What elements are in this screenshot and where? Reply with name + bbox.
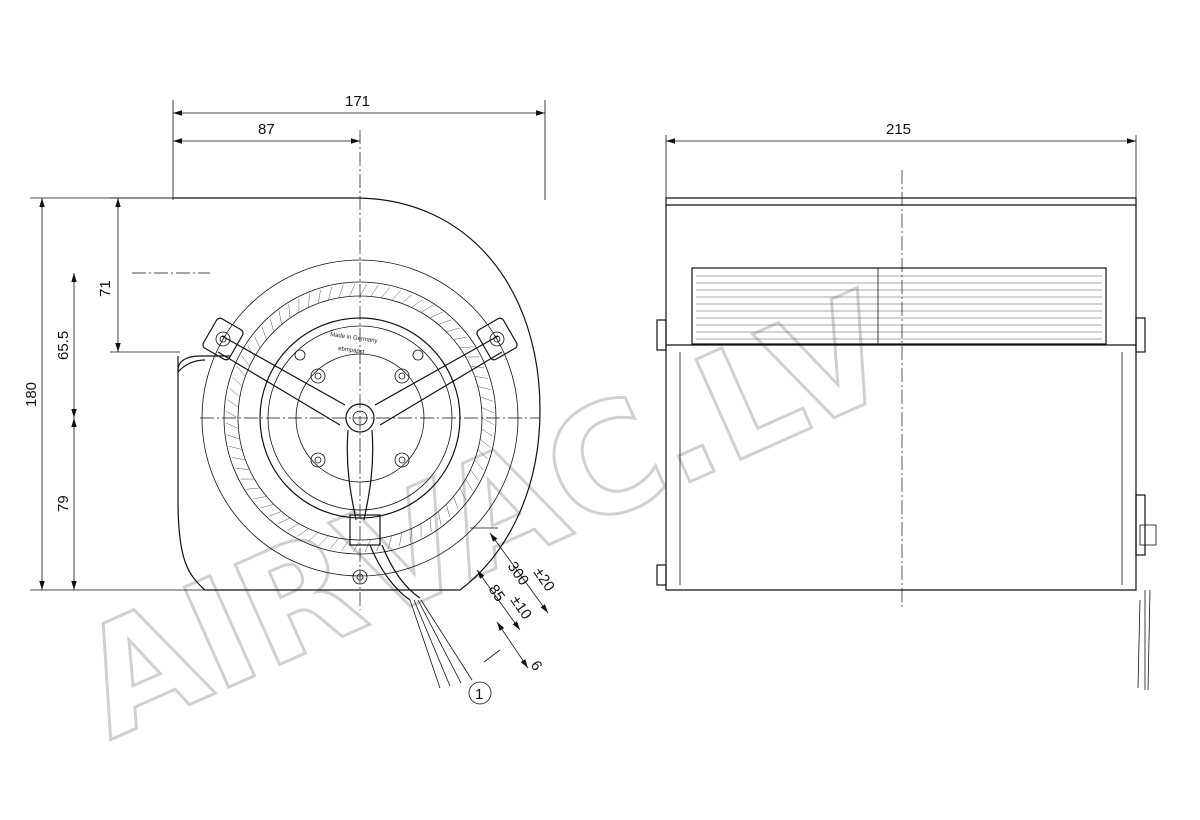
dim-stripped-length: 85	[485, 582, 508, 605]
dim-axis-height-lower: 79	[55, 495, 72, 512]
side-dimensions: 215	[665, 121, 1137, 198]
cable-clamp	[349, 514, 381, 546]
wires	[409, 599, 473, 689]
impeller-blades	[225, 283, 495, 553]
motor-label-line2: ebmpapst	[338, 346, 365, 356]
cable-gland	[1139, 524, 1157, 546]
motor-screws	[294, 349, 424, 468]
side-view	[656, 170, 1157, 691]
watermark: AIRVAC.LV	[52, 260, 918, 775]
impeller-side	[691, 267, 1107, 345]
outlet-plate	[665, 197, 1137, 206]
dim-height-total: 180	[23, 382, 40, 407]
dim-width-total: 171	[345, 93, 370, 110]
callout-number: 1	[475, 686, 483, 703]
housing-body	[665, 344, 1137, 591]
cable	[369, 544, 421, 601]
dim-outlet-height: 71	[97, 280, 114, 297]
dim-depth-total: 215	[886, 121, 911, 138]
flange-left-top	[656, 319, 667, 351]
dim-width-to-axis: 87	[258, 121, 275, 138]
motor-label-line1: Made in Germany	[330, 332, 378, 345]
dim-axis-height-upper: 65.5	[55, 331, 72, 360]
callout-circle	[468, 681, 492, 705]
outlet-flange	[177, 356, 206, 374]
flange-left-bottom	[656, 564, 667, 586]
side-cable	[1137, 589, 1151, 691]
dim-wire-end: 6	[527, 658, 546, 675]
impeller-fins	[696, 268, 1102, 344]
flange-right-top	[1135, 317, 1146, 353]
mounting-bracket	[217, 335, 503, 521]
watermark-text: AIRVAC.LV	[54, 261, 917, 773]
